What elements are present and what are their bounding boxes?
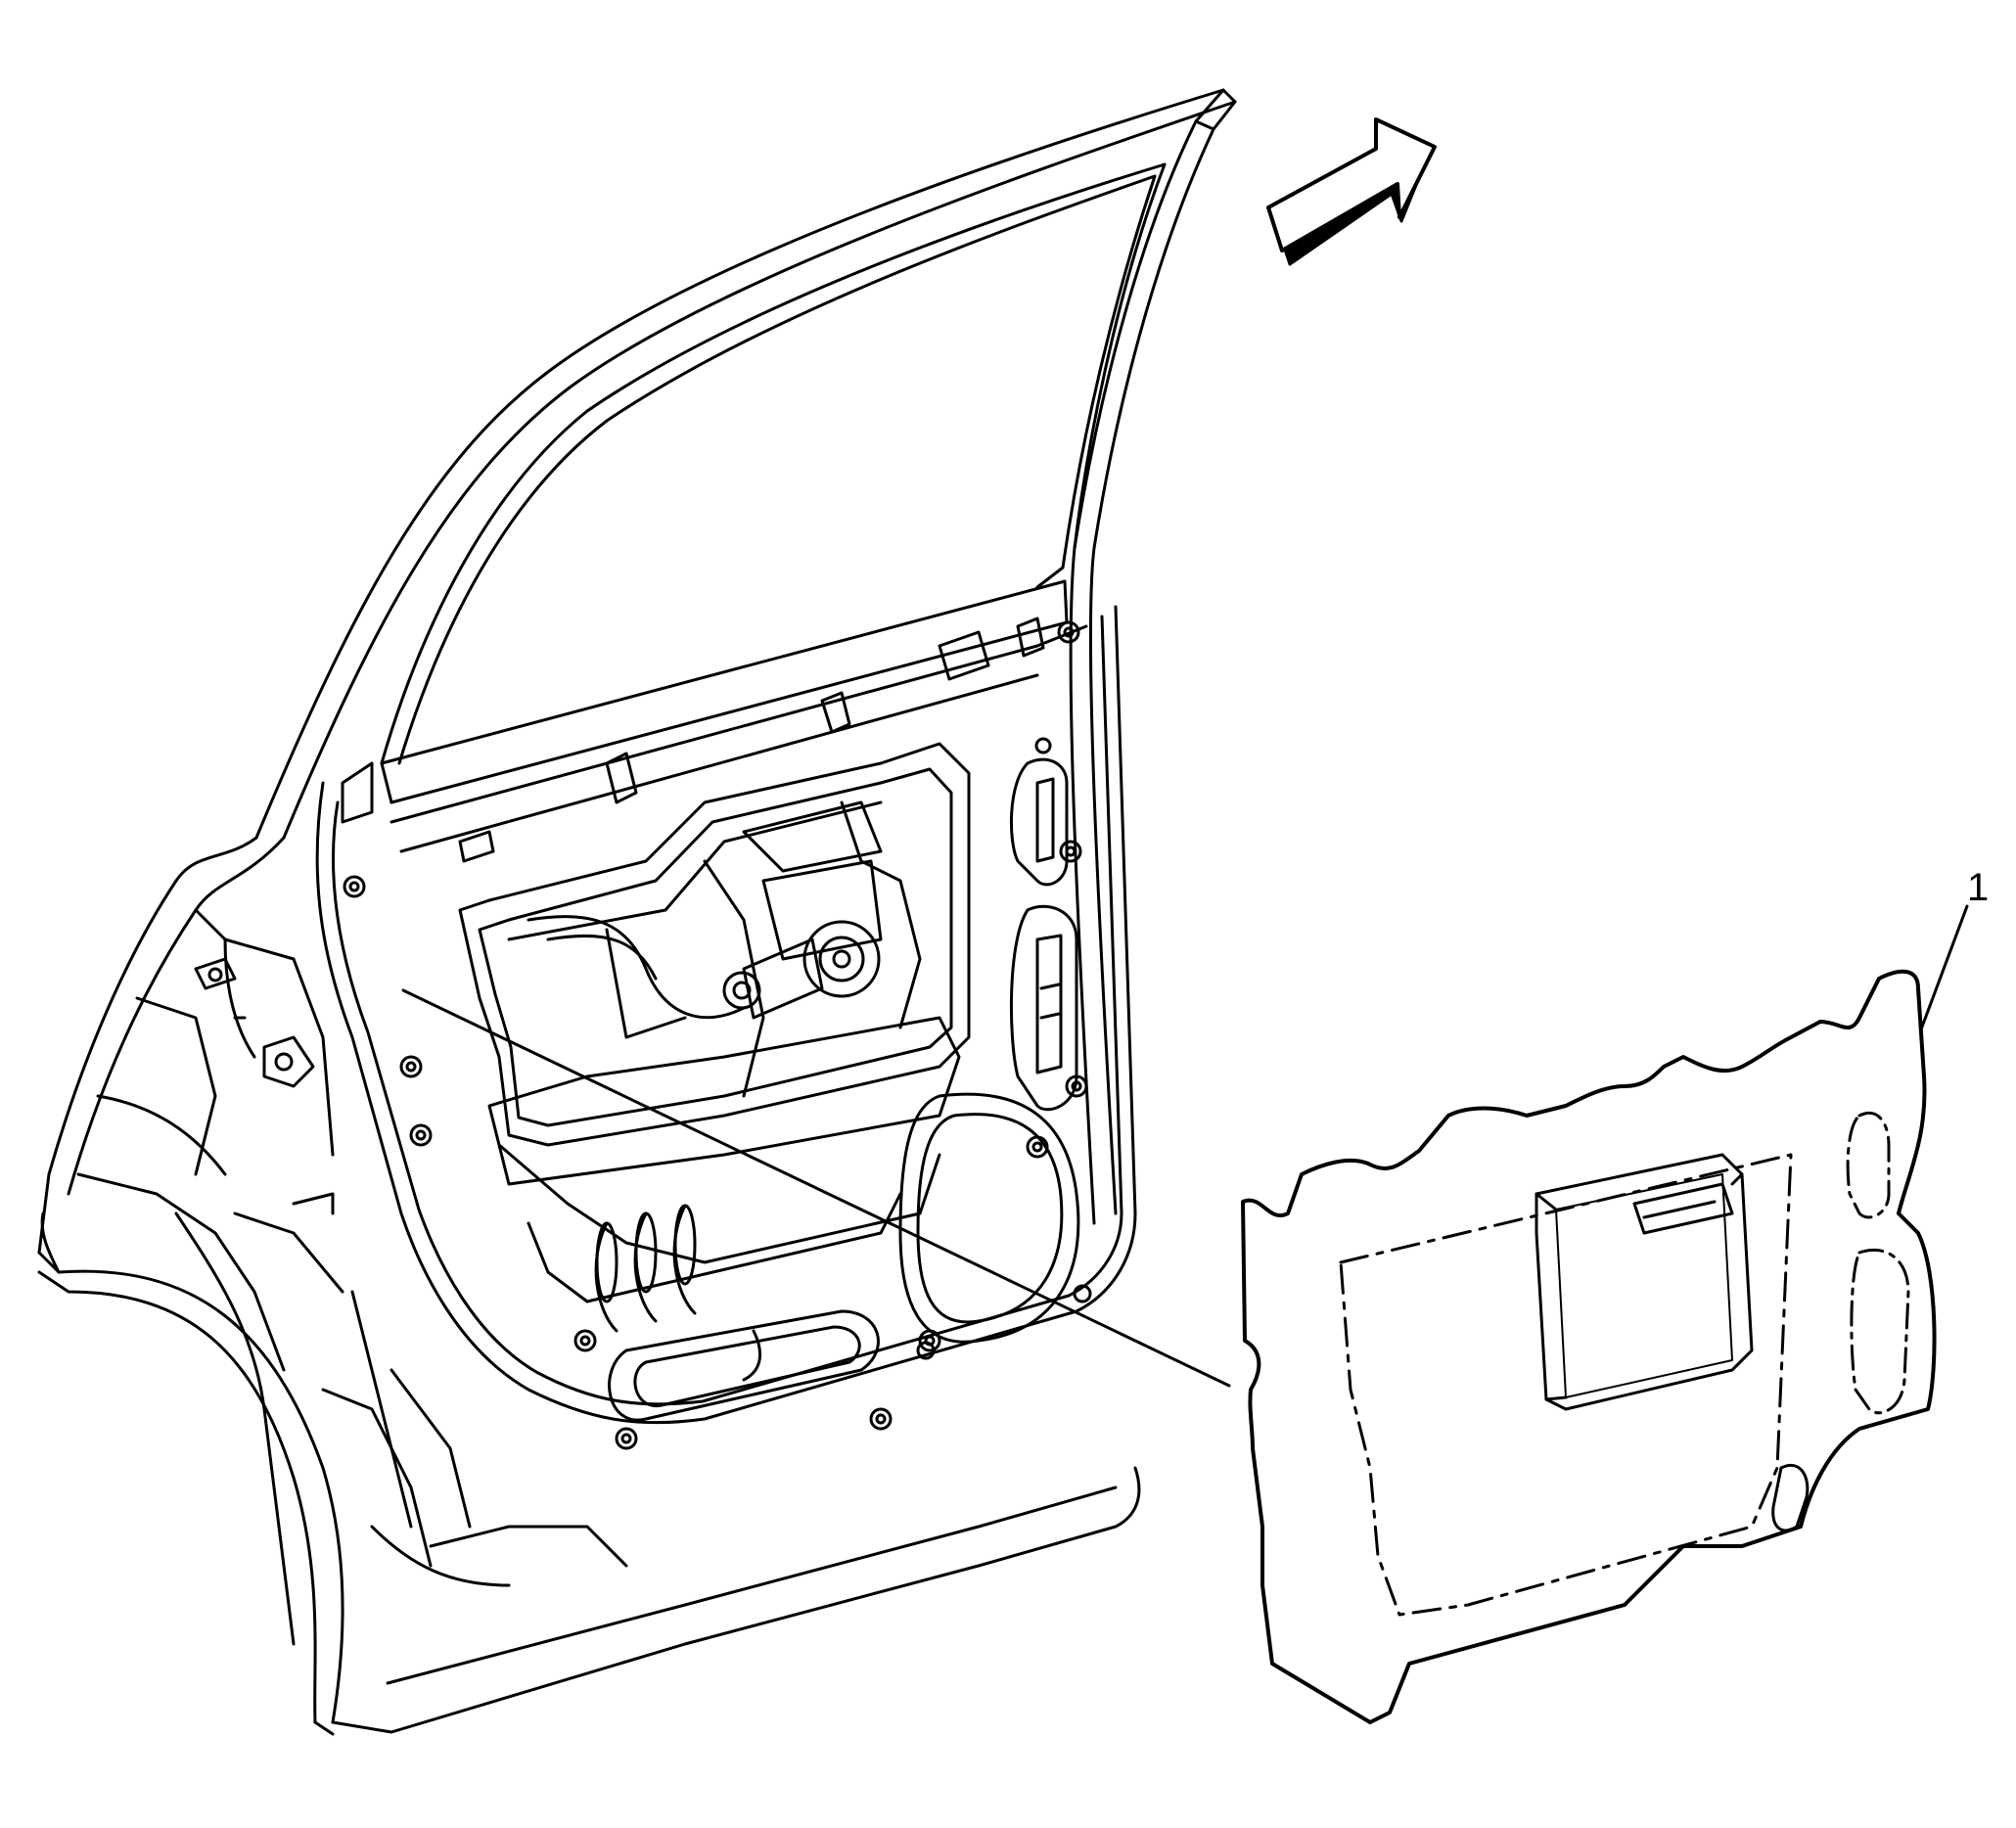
callout-number-1: 1: [1967, 866, 1989, 909]
inner-door-panel: [315, 605, 1137, 1450]
body-quarter-panel: [37, 836, 1141, 1736]
leader-line: [401, 988, 1231, 1388]
direction-arrow-icon: [1266, 117, 1437, 266]
door-frame: [254, 88, 1237, 1225]
water-deflector: [1241, 969, 1937, 1724]
panel-fasteners: [343, 620, 1092, 1450]
callout-leader-1: [1916, 904, 1969, 1039]
